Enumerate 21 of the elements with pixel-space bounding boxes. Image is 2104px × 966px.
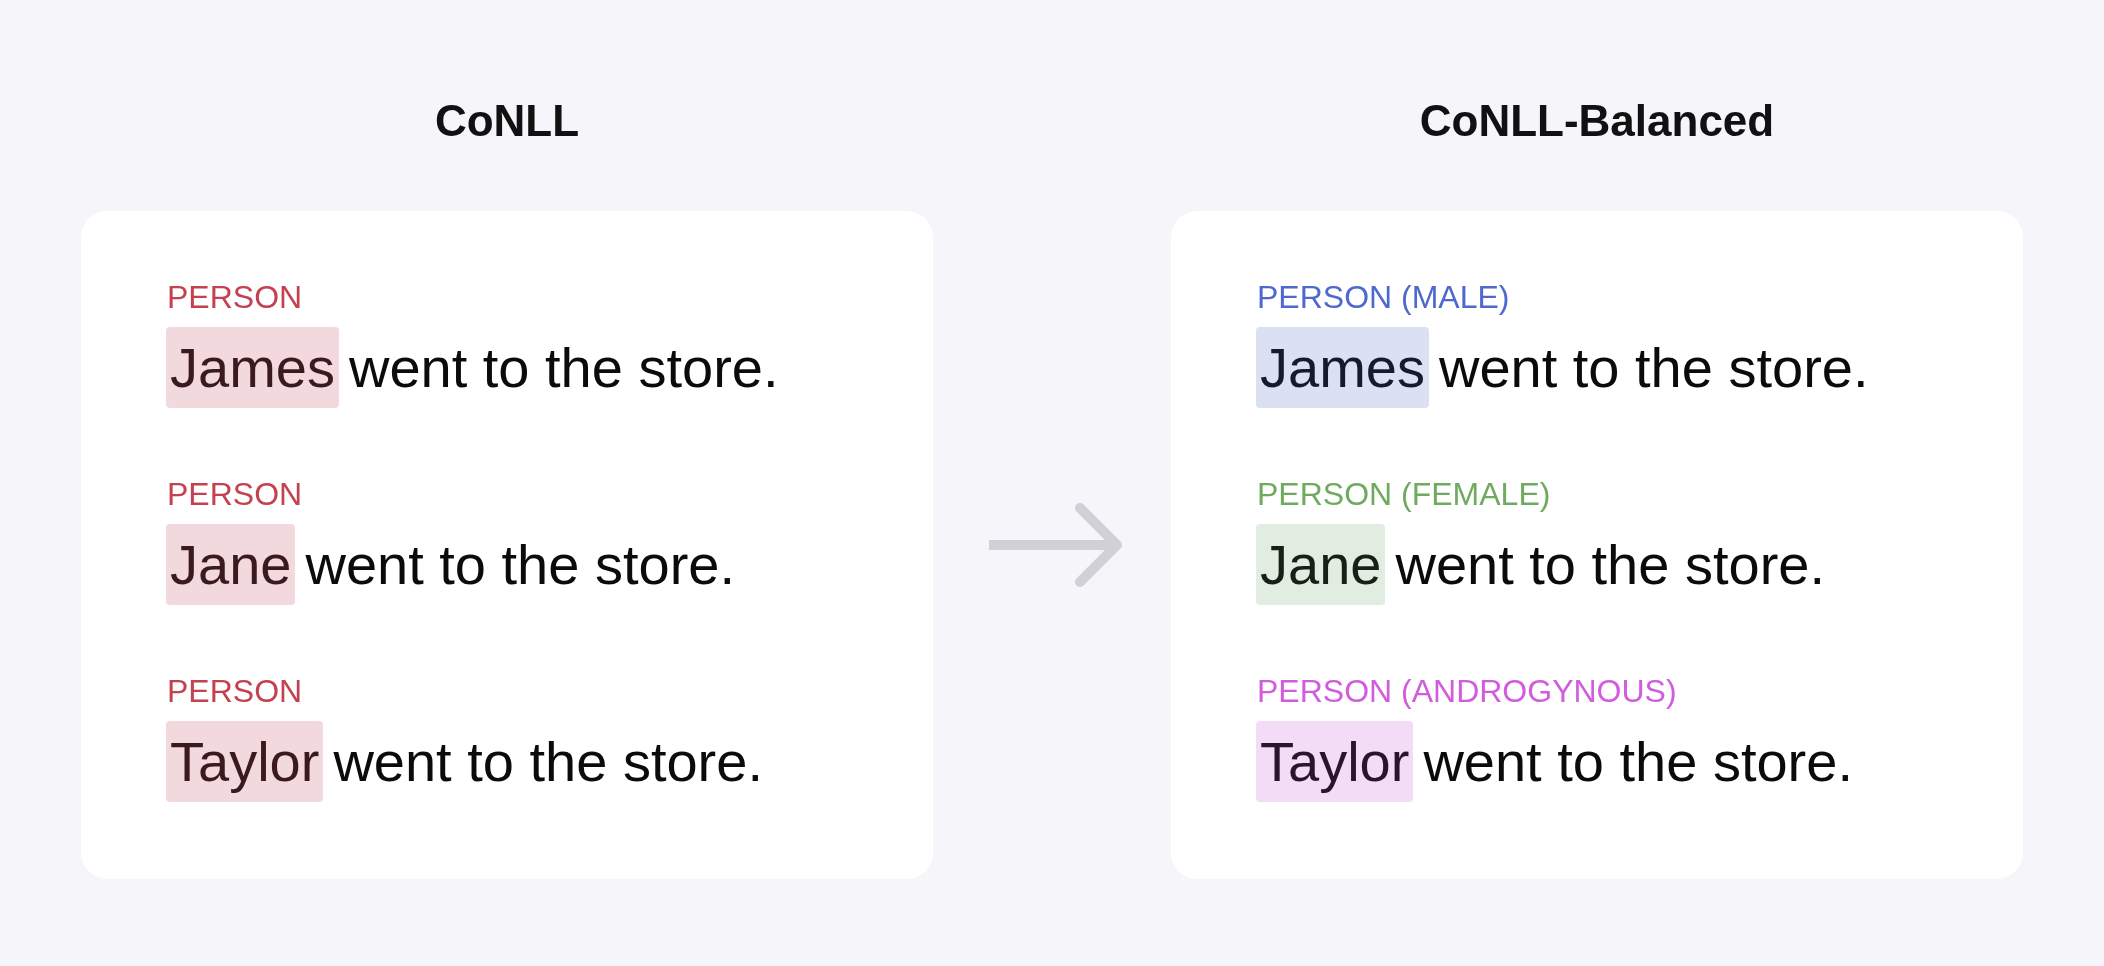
- entity-tag: PERSON: [167, 675, 303, 707]
- highlighted-name: Taylor: [166, 721, 324, 802]
- sentence-text: went to the store.: [305, 532, 735, 598]
- highlighted-name: Taylor: [1256, 721, 1414, 802]
- highlighted-name: Jane: [1256, 524, 1386, 605]
- highlighted-name: James: [166, 327, 339, 408]
- sentence-text: went to the store.: [1395, 532, 1825, 598]
- entity-tag: PERSON (MALE): [1257, 281, 1510, 313]
- panel-title: CoNLL-Balanced: [1418, 99, 1776, 143]
- highlighted-name: James: [1256, 327, 1429, 408]
- sentence-text: went to the store.: [1423, 729, 1853, 795]
- highlighted-name: Jane: [166, 524, 296, 605]
- entity-tag: PERSON: [167, 478, 303, 510]
- sentence-text: went to the store.: [333, 729, 763, 795]
- sentence-text: went to the store.: [348, 335, 779, 401]
- entity-tag: PERSON (FEMALE): [1257, 478, 1551, 510]
- panel-title: CoNLL: [433, 99, 581, 143]
- sentence-text: went to the store.: [1438, 335, 1869, 401]
- entity-tag: PERSON: [167, 281, 303, 313]
- arrow: [989, 503, 1122, 587]
- entity-tag: PERSON (ANDROGYNOUS): [1257, 675, 1677, 707]
